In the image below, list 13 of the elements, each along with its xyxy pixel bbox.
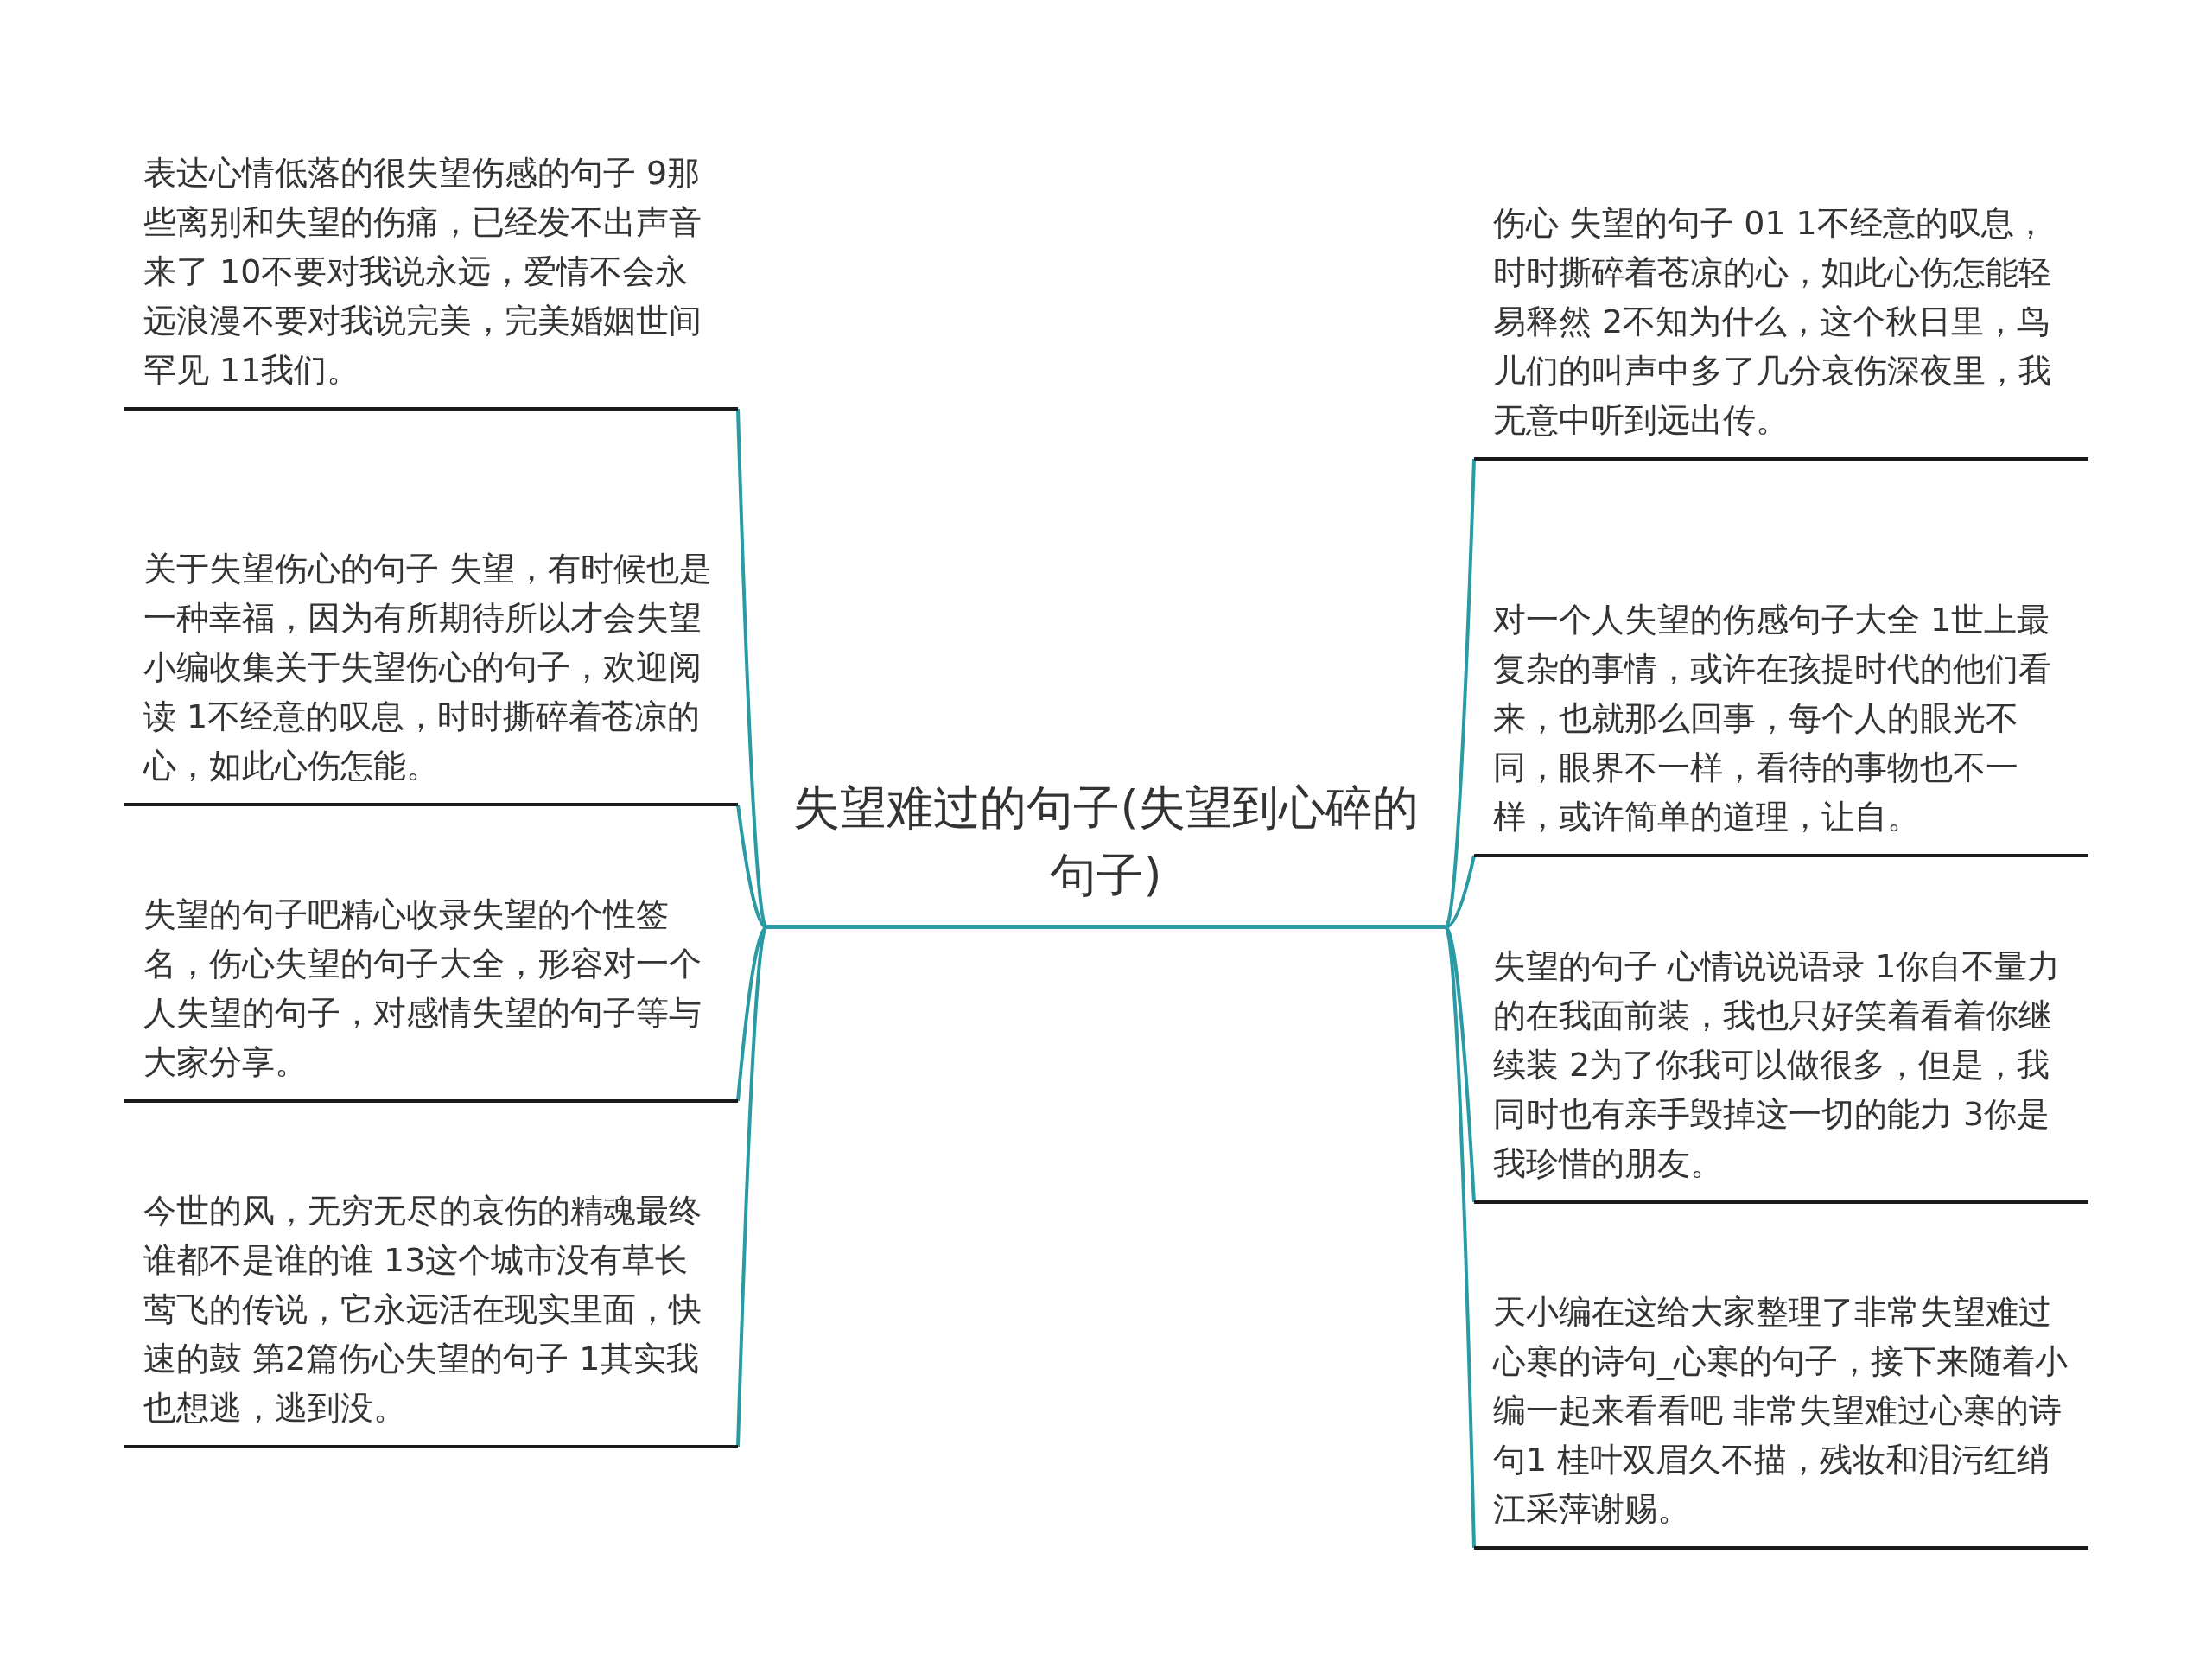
paragraph: 今世的风，无穷无尽的哀伤的精魂最终谁都不是谁的谁 13这个城市没有草长莺飞的传说，它永远活在现实里面，快速的鼓 第2篇伤心失望的句子 1其实我也想逃，逃到没。 — [143, 1191, 702, 1429]
connector-line — [1444, 926, 1476, 1549]
paragraph: 对一个人失望的伤感句子大全 1世上最复杂的事情，或许在孩提时代的他们看来，也就那么回事，每个人的眼光不同，眼界不一样，看待的事物也不一样，或许简单的道理，让自。 — [1493, 600, 2052, 837]
paragraph: 伤心 失望的句子 01 1不经意的叹息，时时撕碎着苍凉的心，如此心伤怎能轻易释然 2不知为什么，这个秋日里，鸟儿们的叫声中多了几分哀伤深夜里，我无意中听到远出传。 — [1493, 203, 2052, 441]
connector-line — [736, 408, 768, 928]
connector-line — [1444, 458, 1476, 928]
paragraph: 表达心情低落的很失望伤感的句子 9那些离别和失望的伤痛，已经发不出声音来了 10不要对我说永远，爱情不会永远浪漫不要对我说完美，完美婚姻世间罕见 11我们。 — [143, 153, 702, 391]
paragraph: 天小编在这给大家整理了非常失望难过心寒的诗句_心寒的句子，接下来随着小编一起来看看吧 非常失望难过心寒的诗句1 桂叶双眉久不描，残妆和泪污红绡江采萍谢赐。 — [1493, 1292, 2069, 1530]
paragraph: 失望的句子 心情说说语录 1你自不量力的在我面前装，我也只好笑着看着你继续装 2为了你我可以做很多，但是，我同时也有亲手毁掉这一切的能力 3你是我珍惜的朋友。 — [1493, 946, 2062, 1184]
paragraph: 关于失望伤心的句子 失望，有时候也是一种幸福，因为有所期待所以才会失望小编收集关于失望伤心的句子，欢迎阅读 1不经意的叹息，时时撕碎着苍凉的心，如此心伤怎能。 — [143, 549, 714, 786]
connector-line — [736, 926, 768, 1448]
topic-text: 失望难过的句子(失望到心碎的句子) — [792, 780, 1420, 904]
paragraph: 失望的句子吧精心收录失望的个性签名，伤心失望的句子大全，形容对一个人失望的句子，对感情失望的句子等与大家分享。 — [143, 894, 702, 1083]
